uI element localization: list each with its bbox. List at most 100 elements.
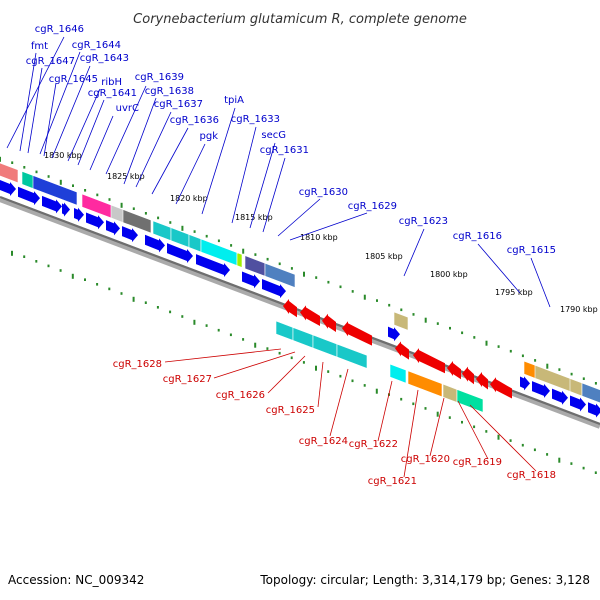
topology-text: Topology: circular; Length: 3,314,179 bp…: [260, 573, 590, 587]
reverse-leader-line: [377, 380, 393, 442]
lower-scale-tick: [35, 260, 38, 263]
upper-scale-tick: [497, 345, 500, 348]
upper-scale-tick: [412, 313, 415, 316]
forward-orf-arrow: [262, 279, 286, 299]
forward-leader-line: [231, 126, 257, 224]
lower-scale-tick: [156, 306, 159, 309]
forward-leader-line: [67, 88, 101, 162]
lower-scale-tick: [375, 388, 378, 394]
upper-scale-tick: [509, 349, 512, 353]
reverse-leader-line: [469, 404, 537, 472]
lower-scale-tick: [84, 278, 86, 281]
forward-gene-label: ribH: [101, 77, 122, 88]
upper-scale-tick: [169, 221, 172, 224]
scale-label: 1795 kbp: [495, 288, 533, 297]
reverse-orf-arrow: [283, 299, 297, 318]
upper-scale-tick: [461, 331, 464, 335]
reverse-cds-bar: [292, 326, 314, 349]
upper-scale-tick: [388, 303, 391, 307]
upper-scale-tick: [363, 294, 366, 300]
lower-scale-tick: [509, 439, 512, 442]
forward-gene-label: cgR_1629: [348, 201, 397, 212]
forward-leader-line: [277, 198, 321, 237]
forward-gene-label: cgR_1643: [80, 53, 129, 64]
lower-scale-tick: [533, 448, 536, 452]
forward-gene-label: cgR_1639: [135, 72, 184, 83]
lower-scale-tick: [424, 407, 427, 410]
forward-orf-arrow: [62, 202, 70, 217]
reverse-cds-bar: [442, 383, 458, 403]
upper-scale-tick: [570, 372, 573, 376]
lower-scale-tick: [485, 430, 488, 433]
upper-scale-tick: [108, 198, 111, 201]
reverse-gene-label: cgR_1627: [163, 374, 212, 385]
upper-scale-tick: [181, 225, 184, 231]
upper-scale-tick: [473, 336, 476, 339]
lower-scale-tick: [582, 466, 585, 470]
forward-gene-label: uvrC: [116, 103, 139, 114]
map-title: Corynebacterium glutamicum R, complete g…: [133, 12, 467, 27]
forward-orf-arrow: [167, 243, 193, 263]
forward-orf-arrow: [0, 180, 16, 197]
upper-scale-tick: [594, 382, 597, 385]
lower-scale-tick: [59, 269, 62, 272]
upper-scale-tick: [303, 271, 305, 277]
upper-scale-tick: [339, 285, 342, 289]
upper-scale-tick: [534, 359, 537, 362]
forward-cds-bar: [21, 170, 35, 190]
forward-leader-line: [6, 36, 65, 149]
reverse-cds-bar: [336, 343, 368, 369]
lower-scale-tick: [71, 273, 74, 279]
reverse-gene-label: cgR_1620: [401, 454, 450, 465]
reverse-leader-line: [429, 397, 445, 457]
upper-scale-tick: [96, 193, 99, 197]
scale-label: 1825 kbp: [107, 172, 145, 181]
lower-scale-tick: [570, 462, 573, 465]
reverse-leader-line: [329, 368, 349, 437]
upper-scale-tick: [424, 317, 427, 323]
upper-scale-tick: [11, 161, 14, 164]
forward-orf-arrow: [74, 207, 84, 222]
forward-gene-label: cgR_1630: [299, 187, 348, 198]
forward-orf-arrow: [42, 195, 62, 214]
forward-leader-line: [530, 257, 551, 308]
lower-scale-tick: [132, 296, 135, 302]
forward-cds-bar: [188, 234, 202, 253]
scale-label: 1820 kbp: [170, 194, 208, 203]
reverse-leader-line: [317, 361, 324, 408]
upper-scale-tick: [449, 326, 451, 330]
label-leaders: [6, 36, 551, 478]
forward-cds-bar: [122, 209, 152, 234]
reverse-cds-bar: [275, 320, 294, 341]
lower-scale-tick: [339, 374, 342, 378]
scale-label: 1805 kbp: [365, 252, 403, 261]
scale-label: 1810 kbp: [300, 233, 338, 242]
lower-scale-tick: [23, 255, 26, 258]
lower-scale-tick: [181, 315, 184, 318]
forward-gene-label: cgR_1646: [35, 24, 84, 35]
upper-scale-tick: [230, 244, 233, 247]
forward-cds-bar: [264, 262, 296, 288]
lower-scale-tick: [436, 411, 439, 417]
forward-cds-bar: [170, 227, 190, 248]
upper-scale-tick: [242, 248, 245, 254]
lower-scale-tick: [108, 287, 111, 291]
forward-gene-label: cgR_1633: [231, 114, 280, 125]
forward-gene-label: tpiA: [224, 95, 244, 106]
upper-scale-tick: [400, 308, 403, 312]
lower-scale-tick: [11, 250, 13, 256]
lower-scale-tick: [448, 416, 451, 419]
reverse-cds-bar: [312, 334, 338, 358]
forward-orf-arrow: [106, 220, 120, 236]
lower-scale-tick: [193, 319, 196, 325]
upper-scale-tick: [144, 212, 147, 215]
upper-scale-tick: [290, 267, 293, 270]
lower-scale-tick: [351, 379, 354, 383]
reverse-gene-label: cgR_1628: [113, 359, 162, 370]
reverse-leader-line: [213, 351, 296, 379]
reverse-leader-line: [403, 389, 419, 478]
forward-leader-line: [175, 143, 206, 205]
forward-leader-line: [19, 52, 37, 152]
